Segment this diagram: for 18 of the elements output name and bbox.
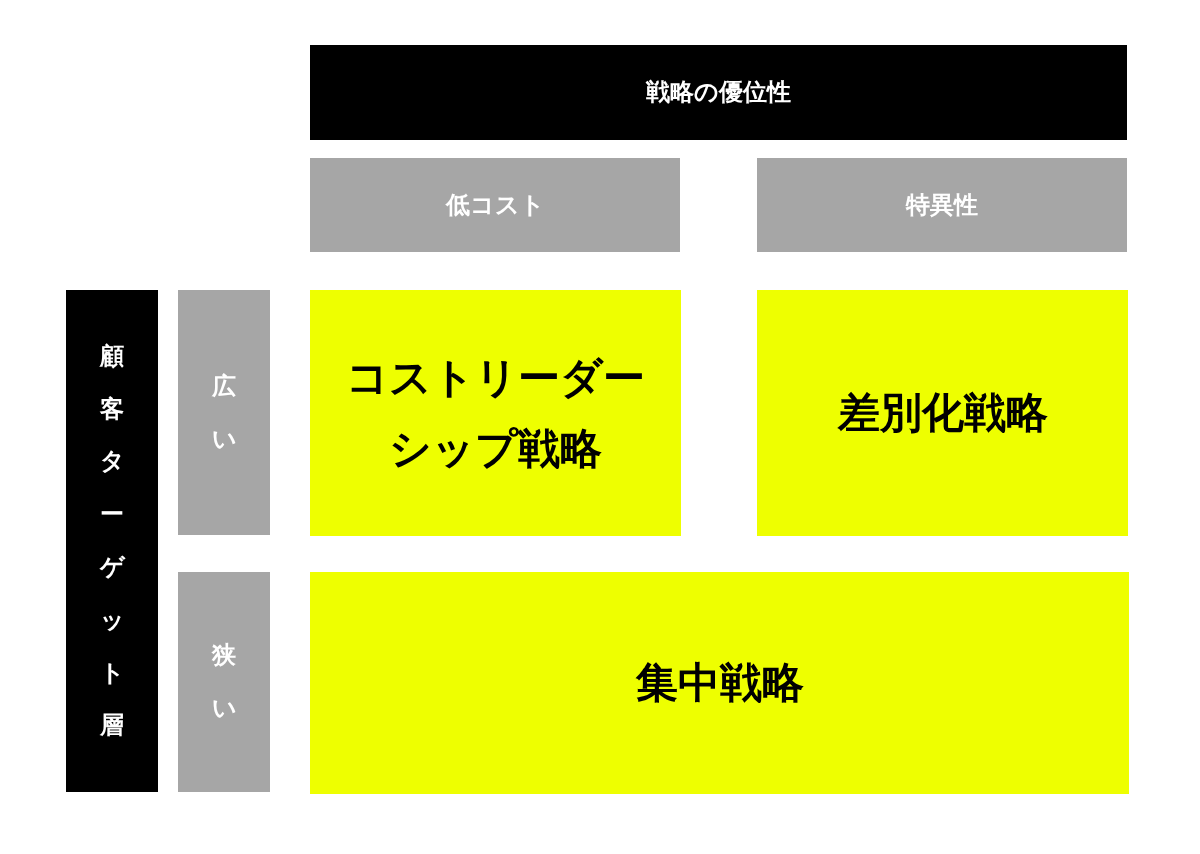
category-bar (178, 290, 270, 535)
category-bar (757, 158, 1127, 252)
header-label: 戦略の優位性 (646, 78, 791, 107)
axis-header-bar (66, 290, 158, 792)
axis-header-label: 顧客ターゲット層 (99, 340, 125, 742)
category-bar (178, 572, 270, 792)
category-label: 特異性 (906, 190, 978, 220)
strategy-cell (310, 572, 1129, 794)
strategy-cell (757, 290, 1128, 536)
header-bar (310, 45, 1127, 140)
strategy-cell (310, 290, 681, 536)
category-label: 狭い (211, 640, 237, 724)
category-bar (310, 158, 680, 252)
strategy-label: 集中戦略 (635, 657, 804, 710)
strategy-label: コストリーダーシップ戦略 (345, 351, 646, 475)
category-label: 低コスト (445, 190, 545, 220)
strategy-label: 差別化戦略 (837, 387, 1048, 440)
category-label: 広い (211, 370, 237, 455)
